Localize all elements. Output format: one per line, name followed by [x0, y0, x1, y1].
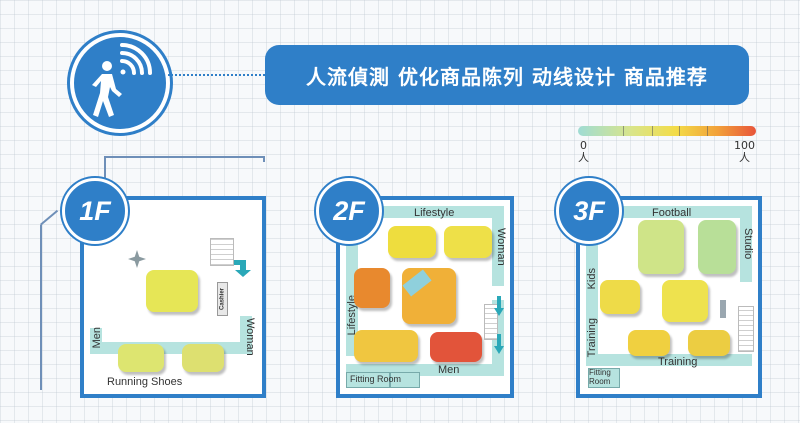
section-training-bottom: Training	[658, 356, 698, 368]
legend-max: 100 人	[734, 139, 755, 164]
display-shelf	[600, 280, 640, 314]
legend-tick	[652, 126, 653, 136]
floor-badge-1f: 1F	[62, 178, 128, 244]
section-training-left: Training	[586, 318, 598, 358]
deco-line	[40, 225, 42, 390]
floor-badge-2f: 2F	[316, 178, 382, 244]
section-men: Men	[438, 364, 460, 376]
deco-line	[104, 156, 264, 158]
aisle	[586, 206, 752, 218]
aisle	[492, 206, 504, 286]
section-kids: Kids	[586, 268, 598, 290]
display-shelf	[638, 220, 684, 274]
aisle	[586, 206, 598, 366]
fitting-room	[390, 372, 420, 388]
display-shelf	[662, 280, 708, 322]
aisle	[346, 206, 504, 218]
cashier-tag: Cashier	[217, 282, 228, 316]
display-shelf	[388, 226, 436, 258]
headline-banner: 人流偵測 优化商品陈列 动线设计 商品推荐	[265, 45, 749, 105]
compass-icon	[128, 250, 146, 273]
section-running-shoes: Running Shoes	[107, 376, 183, 388]
display-shelf	[444, 226, 492, 258]
down-arrow-icon	[494, 296, 504, 321]
display-shelf	[698, 220, 736, 274]
fitting-room	[588, 368, 620, 388]
section-football: Football	[652, 207, 692, 219]
stairs	[210, 238, 234, 266]
section-woman: Woman	[495, 228, 507, 266]
display-shelf	[354, 330, 418, 362]
legend-tick	[707, 126, 708, 136]
heat-legend-bar	[578, 126, 756, 136]
section-men: Men	[91, 327, 103, 349]
connector-line	[168, 74, 268, 76]
aisle	[240, 316, 252, 354]
floor-badge-3f: 3F	[556, 178, 622, 244]
cashier-desk	[720, 300, 726, 318]
deco-line	[40, 209, 59, 226]
aisle	[740, 206, 752, 282]
fitting-room-label: Fitting Room	[350, 374, 402, 384]
person-walking-wifi-icon	[70, 33, 170, 133]
down-arrow-icon	[494, 334, 504, 359]
fitting-room	[346, 372, 390, 388]
section-studio: Studio	[742, 228, 754, 260]
section-lifestyle-top: Lifestyle	[414, 207, 455, 219]
aisle	[586, 354, 752, 366]
deco-line	[263, 156, 265, 162]
floor-1f: Running Shoes Men Woman Cashier	[80, 196, 266, 398]
display-shelf	[118, 344, 164, 372]
display-shelf	[182, 344, 224, 372]
turn-arrow-icon	[232, 256, 254, 283]
legend-min: 0 人	[578, 139, 589, 164]
display-shelf	[688, 330, 730, 356]
aisle	[90, 342, 252, 354]
floor-2f: Lifestyle Woman Lifestyle Men Fitting Ro…	[336, 196, 514, 398]
aisle	[90, 328, 102, 354]
stairs	[738, 306, 754, 352]
display-shelf	[628, 330, 670, 356]
legend-tick	[623, 126, 624, 136]
stairs	[484, 304, 498, 340]
section-woman: Woman	[244, 318, 256, 356]
display-shelf	[430, 332, 482, 362]
display-shelf	[354, 268, 390, 308]
fitting-room-label: Fitting Room	[589, 368, 611, 386]
deco-line	[104, 156, 106, 182]
display-shelf	[146, 270, 198, 312]
legend-tick	[679, 126, 680, 136]
